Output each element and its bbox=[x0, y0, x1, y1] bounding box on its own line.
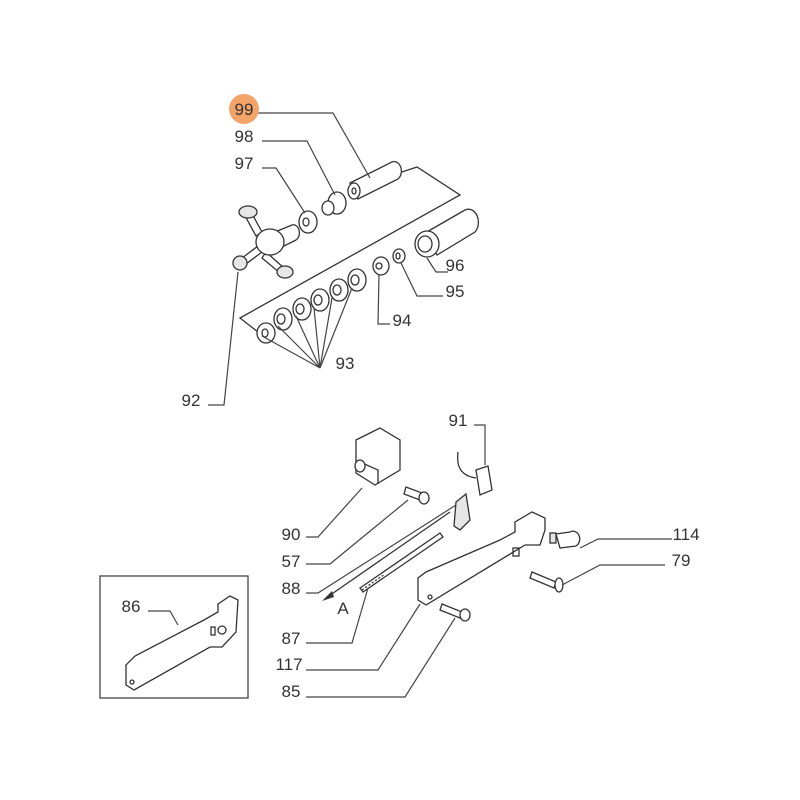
part-95-washer bbox=[392, 248, 406, 264]
part-96-sleeve bbox=[414, 208, 480, 258]
callout-98[interactable]: 98 bbox=[235, 127, 254, 146]
callout-97[interactable]: 97 bbox=[235, 154, 254, 173]
part-85-screw bbox=[439, 603, 471, 622]
callout-90[interactable]: 90 bbox=[282, 525, 301, 544]
direction-arrow bbox=[325, 511, 451, 599]
callout-99[interactable]: 99 bbox=[235, 100, 254, 119]
callout-94[interactable]: 94 bbox=[393, 311, 412, 330]
part-90-block bbox=[354, 427, 401, 486]
callout-114[interactable]: 114 bbox=[672, 525, 699, 544]
callout-86[interactable]: 86 bbox=[122, 597, 141, 616]
callout-117[interactable]: 117 bbox=[275, 655, 302, 674]
part-88-lever bbox=[453, 492, 471, 531]
knob-assembly bbox=[232, 160, 480, 344]
part-57-screw bbox=[403, 486, 430, 505]
part-117-plate bbox=[417, 511, 546, 606]
part-97-washer bbox=[298, 210, 318, 234]
callout-85[interactable]: 85 bbox=[282, 682, 301, 701]
part-94-washer bbox=[372, 256, 390, 276]
part-91-switch bbox=[456, 451, 493, 496]
callout-87[interactable]: 87 bbox=[282, 629, 301, 648]
callout-95[interactable]: 95 bbox=[446, 282, 465, 301]
callout-92[interactable]: 92 bbox=[182, 391, 201, 410]
part-93-washers bbox=[256, 268, 367, 344]
callout-labels[interactable]: 99 98 97 96 95 94 93 92 91 90 57 88 87 1… bbox=[122, 100, 700, 701]
part-92-star-knob bbox=[232, 205, 301, 279]
part-114-bulb bbox=[549, 530, 581, 549]
callout-93[interactable]: 93 bbox=[336, 354, 355, 373]
highlight-badge bbox=[229, 94, 259, 124]
part-98-bushing bbox=[321, 191, 347, 216]
callout-91[interactable]: 91 bbox=[449, 411, 468, 430]
part-86-plate bbox=[125, 595, 239, 691]
plate-assembly bbox=[322, 427, 581, 622]
callout-57[interactable]: 57 bbox=[282, 552, 301, 571]
callout-88[interactable]: 88 bbox=[282, 579, 301, 598]
part-99-pin bbox=[347, 160, 403, 200]
part-87-rod bbox=[359, 532, 444, 593]
direction-label: A bbox=[337, 599, 349, 618]
arrow-head-icon bbox=[322, 591, 334, 601]
leader-lines bbox=[148, 112, 672, 698]
part-79-screw bbox=[529, 571, 564, 593]
callout-96[interactable]: 96 bbox=[446, 256, 465, 275]
inset-part-86 bbox=[99, 575, 249, 699]
group-bracket bbox=[238, 166, 462, 333]
callout-79[interactable]: 79 bbox=[672, 551, 691, 570]
